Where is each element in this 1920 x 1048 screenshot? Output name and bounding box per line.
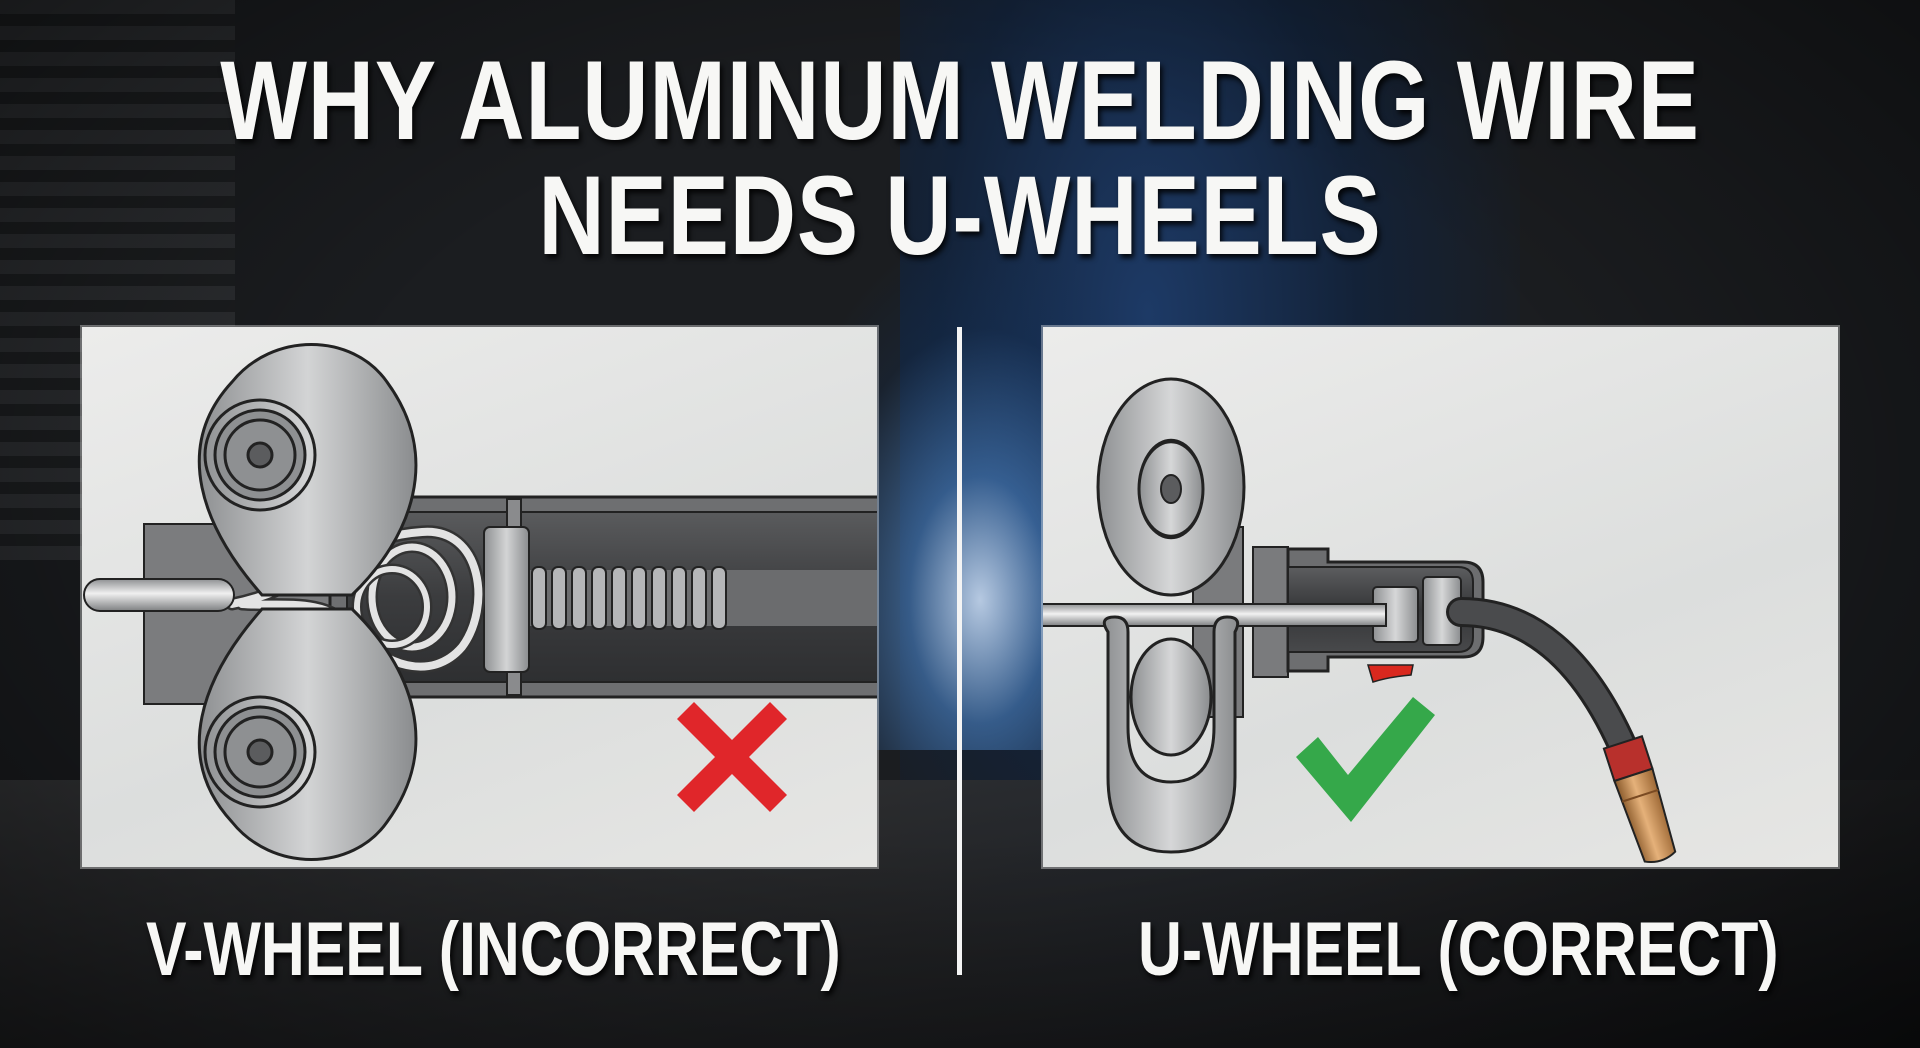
tension-spring: [527, 566, 877, 630]
v-wheel-panel: [82, 327, 877, 867]
u-wheel-panel: [1043, 327, 1838, 867]
u-wheel-label: U-WHEEL (CORRECT): [1138, 907, 1779, 992]
trigger: [1366, 664, 1414, 683]
headline-line-1: WHY ALUMINUM WELDING WIRE: [220, 38, 1700, 163]
v-groove-bottom-roll: [197, 607, 418, 861]
center-divider: [957, 327, 962, 975]
headline-line-2: NEEDS U-WHEELS: [538, 153, 1382, 278]
aluminum-wire: [83, 578, 235, 612]
top-drive-roll: [1096, 377, 1246, 597]
v-wheel-label: V-WHEEL (INCORRECT): [146, 907, 841, 992]
v-groove-top-roll: [197, 343, 418, 597]
u-wheel-illustration: [1043, 377, 1677, 863]
contact-tip: [1602, 735, 1677, 863]
check-icon: [1296, 697, 1435, 822]
gooseneck: [1449, 600, 1635, 759]
u-groove-bottom-roll: [1102, 615, 1240, 854]
v-wheel-illustration: [83, 343, 877, 861]
cross-icon: [677, 702, 787, 812]
